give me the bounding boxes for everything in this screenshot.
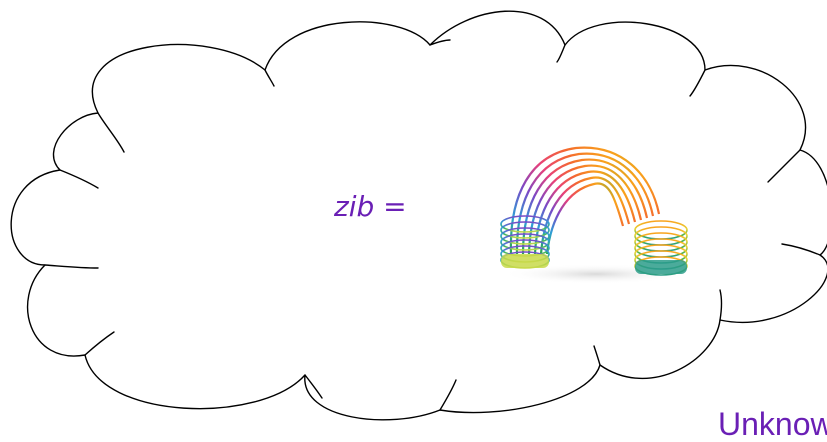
slinky-spring-toy-image [500,146,691,284]
slinky-picture [491,134,701,294]
unknown-label: Unknown [718,406,827,442]
equation-text: zib = [334,190,407,223]
